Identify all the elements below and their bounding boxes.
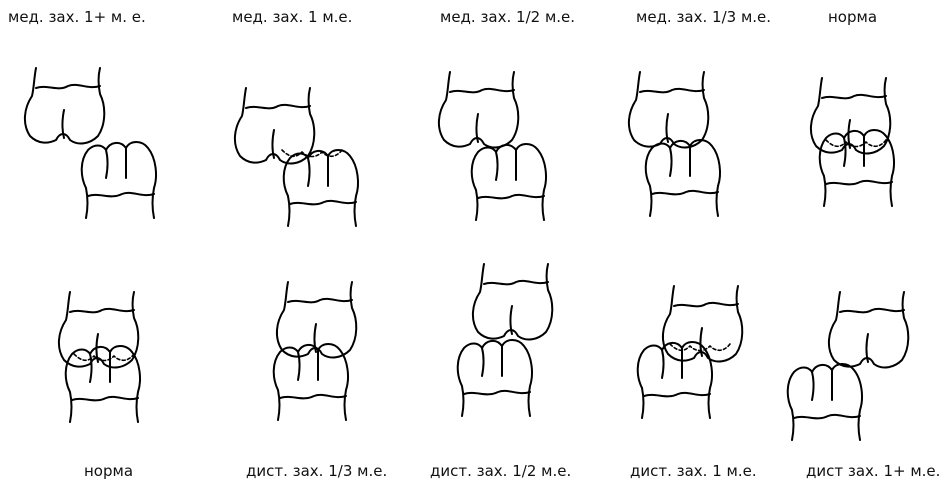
tooth-pair-distal-third: [274, 282, 357, 420]
tooth-pair-mesial-1plus: [25, 68, 156, 218]
tooth-pair-distal-1: [638, 286, 743, 418]
tooth-pair-norm-bottom: [59, 292, 140, 422]
tooth-pair-distal-half: [458, 264, 553, 416]
tooth-pair-mesial-half: [439, 72, 546, 220]
tooth-pair-distal-1plus: [788, 292, 909, 440]
tooth-pair-mesial-third: [629, 72, 720, 216]
tooth-pair-mesial-1: [235, 88, 358, 226]
tooth-pair-norm-top: [811, 78, 894, 206]
